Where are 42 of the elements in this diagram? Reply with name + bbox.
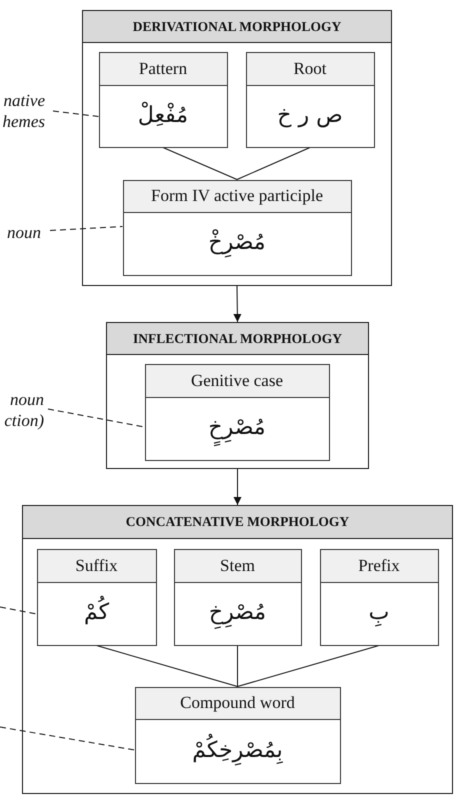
leader-line: [48, 408, 145, 428]
box-header: Stem: [174, 550, 300, 583]
section-panel: [22, 505, 453, 794]
leader-line: [0, 726, 135, 750]
arabic-word: مُفْعِلْ: [138, 102, 188, 130]
annotation-text: noun ction): [0, 389, 44, 431]
arabic-word: بِ: [368, 599, 390, 628]
labeled-box: [174, 548, 302, 646]
labeled-box: [320, 548, 438, 646]
box-header: Suffix: [38, 550, 156, 583]
panel-heading: INFLECTIONAL MORPHOLOGY: [107, 323, 368, 356]
arabic-word: مُصْرِخِ: [208, 599, 266, 628]
section-panel: [82, 10, 392, 286]
connector-line: [96, 645, 238, 687]
labeled-box: [122, 180, 352, 276]
connector-line: [237, 645, 380, 687]
connector-line: [237, 645, 238, 687]
box-header: Form IV active participle: [124, 180, 350, 213]
connector-line: [162, 147, 238, 180]
box-header: Root: [246, 52, 374, 86]
leader-line: [0, 606, 37, 614]
panel-heading: DERIVATIONAL MORPHOLOGY: [83, 11, 391, 44]
labeled-box: [36, 548, 156, 646]
box-header: Prefix: [320, 550, 438, 583]
box-header: Genitive case: [146, 364, 328, 398]
arabic-word: مُصْرِخْ: [208, 229, 266, 258]
connector-line: [236, 147, 310, 180]
arrow: [234, 468, 242, 506]
annotation-text: native hemes: [0, 90, 45, 132]
labeled-box: [144, 364, 330, 460]
leader-line: [50, 226, 123, 231]
panel-heading: CONCATENATIVE MORPHOLOGY: [23, 506, 452, 540]
arrow: [233, 286, 242, 322]
labeled-box: [134, 686, 340, 784]
labeled-box: [98, 52, 228, 148]
box-header: Pattern: [100, 52, 226, 86]
arabic-word: ص ر خ: [277, 102, 343, 130]
section-panel: [106, 322, 369, 469]
box-header: Compound word: [136, 688, 340, 720]
leader-line: [52, 110, 99, 117]
annotation-text: noun: [0, 222, 41, 243]
labeled-box: [246, 52, 374, 148]
